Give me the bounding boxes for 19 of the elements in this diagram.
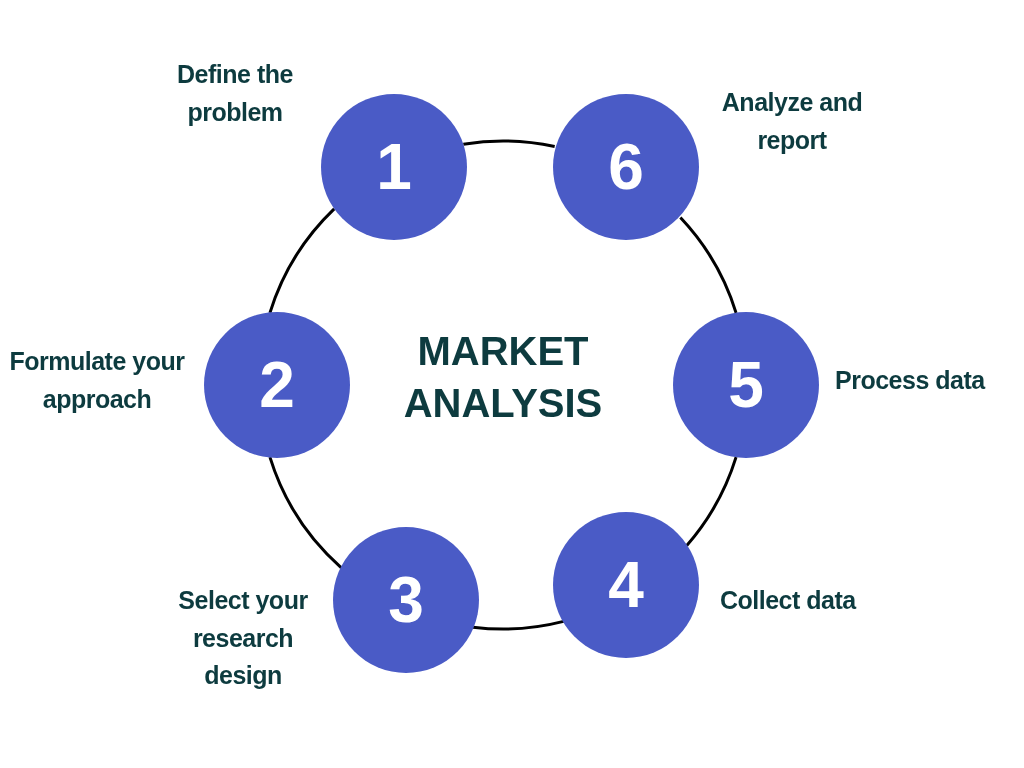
step-number: 4 <box>608 553 644 617</box>
ring-arc <box>268 456 343 569</box>
ring-arc <box>463 139 555 148</box>
step-caption: Collect data <box>720 585 858 616</box>
step-caption: Formulate your approach <box>8 346 186 415</box>
step-caption: Select your research design <box>177 585 309 691</box>
step-number: 3 <box>388 568 424 632</box>
step-caption: Analyze and report <box>720 87 864 156</box>
step-number: 5 <box>728 353 764 417</box>
step-number: 6 <box>608 135 644 199</box>
step-number: 2 <box>259 353 295 417</box>
ring-arc <box>472 619 564 631</box>
ring-arc <box>685 456 738 547</box>
ring-arc <box>679 216 738 314</box>
step-number: 1 <box>376 135 412 199</box>
step-caption: Define the problem <box>176 59 294 128</box>
center-title: MARKET ANALYSIS <box>403 328 603 427</box>
ring-arc <box>268 207 336 314</box>
step-caption: Process data <box>835 365 987 396</box>
